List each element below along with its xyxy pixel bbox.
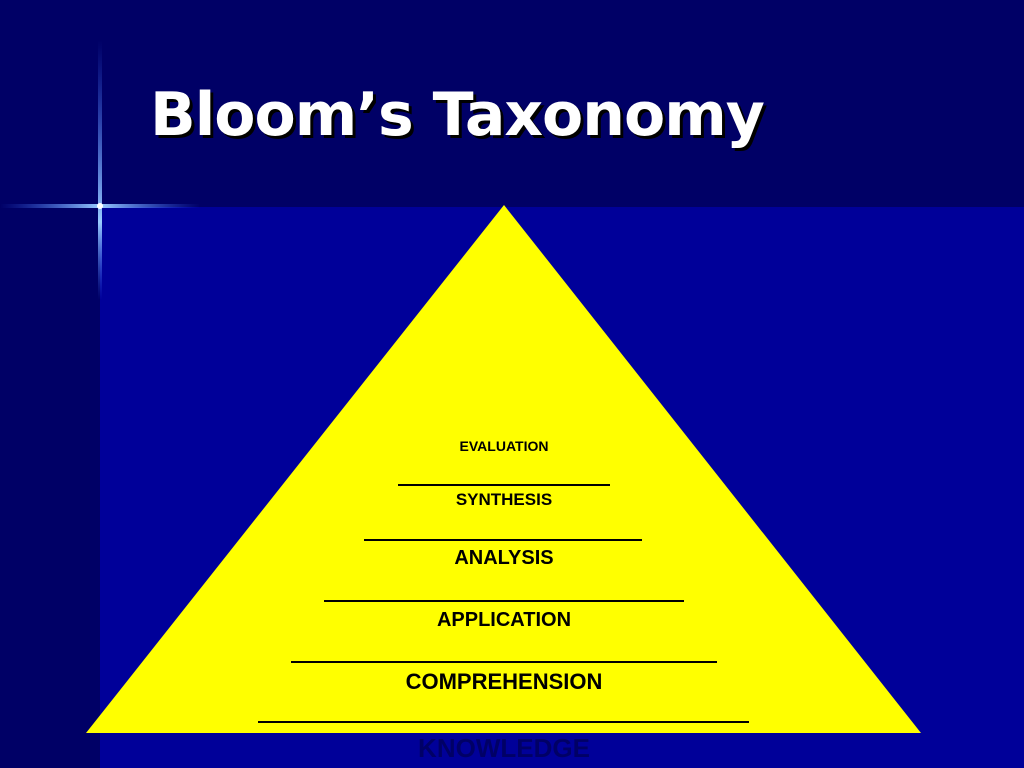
level-knowledge: KNOWLEDGE: [418, 733, 590, 763]
divider-line: [398, 484, 610, 486]
left-band: [0, 0, 100, 768]
slide-title: Bloom’s Taxonomy: [150, 80, 765, 150]
level-analysis: ANALYSIS: [454, 547, 554, 569]
level-comprehension: COMPREHENSION: [405, 669, 603, 694]
level-evaluation: EVALUATION: [459, 438, 549, 454]
divider-line: [324, 600, 684, 602]
divider-line: [291, 661, 717, 663]
level-synthesis: SYNTHESIS: [455, 490, 553, 509]
level-application: APPLICATION: [436, 609, 572, 631]
divider-line: [364, 539, 642, 541]
title-band: [100, 0, 1024, 207]
sparkle-icon: [0, 40, 200, 300]
divider-line: [258, 721, 749, 723]
